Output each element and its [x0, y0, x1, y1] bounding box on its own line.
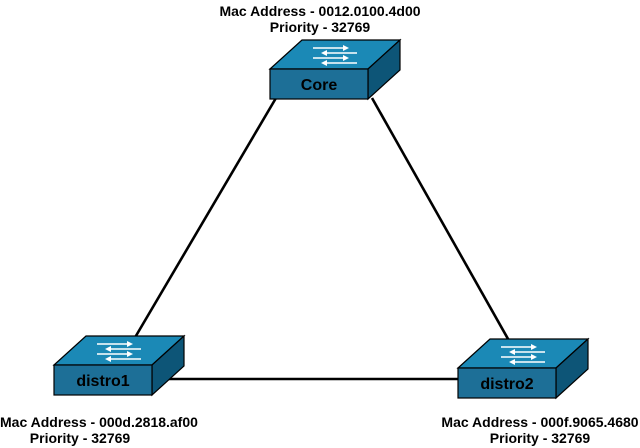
- core-info: Mac Address - 0012.0100.4d00 Priority - …: [200, 3, 440, 35]
- distro1-priority: Priority - 32769: [29, 430, 131, 446]
- switch-arrows-icon: [313, 45, 357, 66]
- switch-core-label: Core: [301, 77, 338, 94]
- links: [128, 97, 514, 381]
- switch-distro1: distro1: [52, 334, 186, 397]
- switch-core: Core: [268, 38, 402, 101]
- switch-distro2: distro2: [456, 337, 590, 400]
- core-mac-address: Mac Address - 0012.0100.4d00: [219, 3, 421, 19]
- distro1-info: Mac Address - 000d.2818.af00 Priority - …: [0, 414, 198, 446]
- switch-distro2-label: distro2: [480, 376, 533, 393]
- switch-distro2-front: [457, 367, 557, 399]
- link-core-distro2: [370, 97, 514, 347]
- distro2-priority: Priority - 32769: [489, 430, 591, 446]
- switch-arrows-icon: [97, 341, 141, 362]
- switch-arrows-icon: [501, 344, 545, 365]
- switch-core-front: [269, 68, 369, 100]
- distro2-info: Mac Address - 000f.9065.4680 Priority - …: [440, 414, 640, 446]
- switch-distro1-label: distro1: [76, 373, 129, 390]
- link-core-distro1: [128, 97, 278, 347]
- core-priority: Priority - 32769: [269, 19, 371, 35]
- distro1-mac-address: Mac Address - 000d.2818.af00: [0, 414, 198, 430]
- switch-distro1-front: [53, 364, 153, 396]
- distro2-mac-address: Mac Address - 000f.9065.4680: [441, 414, 639, 430]
